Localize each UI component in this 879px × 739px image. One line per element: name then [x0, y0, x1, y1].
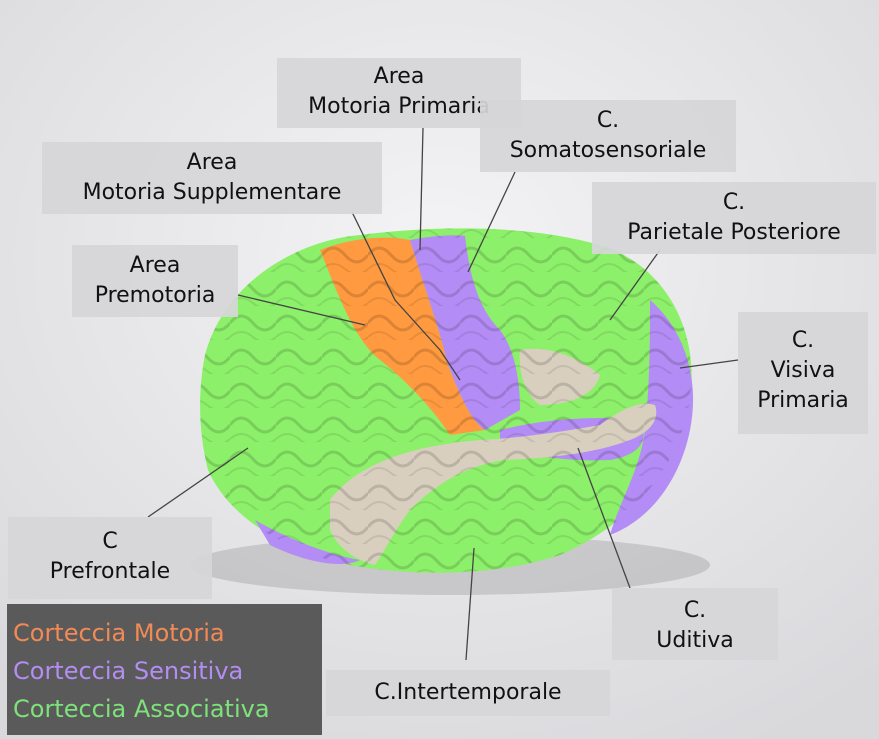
label-line: C. — [612, 596, 778, 626]
label-line: C. — [738, 326, 868, 356]
legend: Corteccia Motoria Corteccia Sensitiva Co… — [7, 604, 322, 735]
legend-item-motor: Corteccia Motoria — [13, 614, 322, 652]
label-line: Area — [277, 62, 521, 92]
label-line: Somatosensoriale — [480, 136, 736, 166]
label-c-parietale-posteriore: C. Parietale Posteriore — [592, 182, 876, 254]
label-c-somatosensoriale: C. Somatosensoriale — [480, 100, 736, 172]
label-line: Parietale Posteriore — [592, 218, 876, 248]
label-line: C.Intertemporale — [326, 678, 610, 708]
label-line: C — [8, 527, 212, 557]
label-line: C. — [480, 106, 736, 136]
label-area-premotoria: Area Premotoria — [72, 245, 238, 317]
legend-item-associative: Corteccia Associativa — [13, 690, 322, 728]
label-line: Uditiva — [612, 626, 778, 656]
label-c-visiva-primaria: C. Visiva Primaria — [738, 312, 868, 434]
label-c-prefrontale: C Prefrontale — [8, 517, 212, 599]
label-line: Primaria — [738, 386, 868, 416]
legend-item-sensory: Corteccia Sensitiva — [13, 652, 322, 690]
label-line: Motoria Supplementare — [42, 178, 382, 208]
label-line: Premotoria — [72, 281, 238, 311]
label-line: Visiva — [738, 356, 868, 386]
label-line: C. — [592, 188, 876, 218]
label-c-intertemporale: C.Intertemporale — [326, 670, 610, 716]
label-line: Area — [72, 251, 238, 281]
label-line: Area — [42, 148, 382, 178]
label-area-motoria-supplementare: Area Motoria Supplementare — [42, 142, 382, 214]
label-line: Prefrontale — [8, 557, 212, 587]
label-c-uditiva: C. Uditiva — [612, 588, 778, 660]
